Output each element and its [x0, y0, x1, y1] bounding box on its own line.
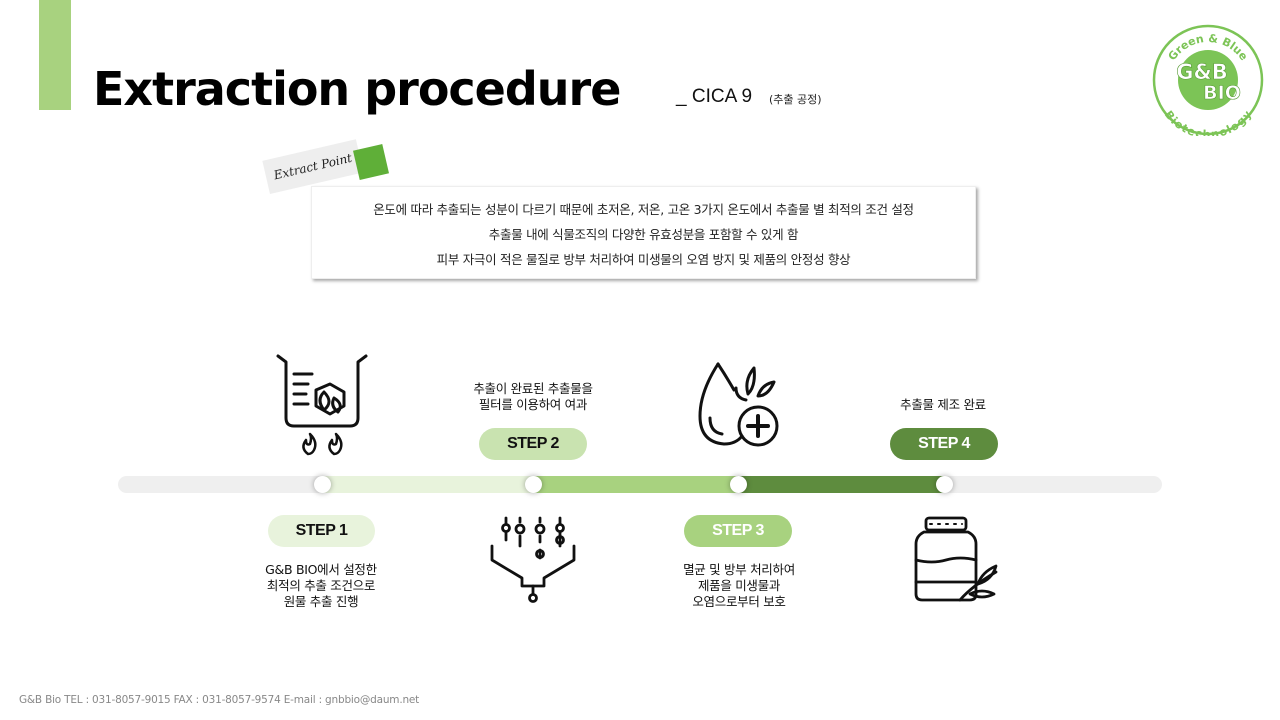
- timeline-node-3: [730, 476, 747, 493]
- step-2-label: STEP 2: [479, 428, 587, 460]
- timeline-segment-3: [737, 476, 945, 493]
- extract-point-line-1: 온도에 따라 추출되는 성분이 다르기 때문에 초저온, 저온, 고온 3가지 …: [373, 202, 914, 217]
- extract-point-marker: [353, 144, 389, 180]
- logo-brand-bio: BIO: [1203, 82, 1241, 104]
- timeline-node-1: [314, 476, 331, 493]
- timeline-segment-1: [322, 476, 534, 493]
- filter-funnel-icon: [490, 516, 576, 603]
- extract-point-line-3: 피부 자극이 적은 물질로 방부 처리하여 미생물의 오염 방지 및 제품의 안…: [436, 252, 851, 267]
- company-logo: Green & Blue Biotechnology G&B BIO: [1152, 24, 1264, 136]
- page-subtitle-korean: (추출 공정): [769, 93, 822, 106]
- extract-point-line-2: 추출물 내에 식물조직의 다양한 유효성분을 포함할 수 있게 함: [488, 227, 799, 242]
- extract-point-tag-text: Extract Point: [272, 150, 354, 183]
- footer-contact: G&B Bio TEL : 031-8057-9015 FAX : 031-80…: [19, 694, 420, 706]
- timeline-segment-2: [533, 476, 739, 493]
- drop-leaf-plus-icon: [698, 362, 779, 447]
- beaker-heat-icon: [276, 354, 368, 456]
- page-title: Extraction procedure: [93, 62, 621, 116]
- timeline-node-4: [936, 476, 953, 493]
- accent-bar: [39, 0, 71, 110]
- step-3-label: STEP 3: [684, 515, 792, 547]
- extract-point-box: 온도에 따라 추출되는 성분이 다르기 때문에 초저온, 저온, 고온 3가지 …: [311, 186, 976, 279]
- jar-leaf-icon: [914, 516, 998, 602]
- step-1-label: STEP 1: [268, 515, 375, 547]
- page-subtitle: _ CICA 9: [676, 86, 753, 107]
- timeline-node-2: [525, 476, 542, 493]
- logo-brand: G&B: [1176, 60, 1228, 84]
- step-4-label: STEP 4: [890, 428, 998, 460]
- step-4-description: 추출물 제조 완료: [900, 397, 986, 412]
